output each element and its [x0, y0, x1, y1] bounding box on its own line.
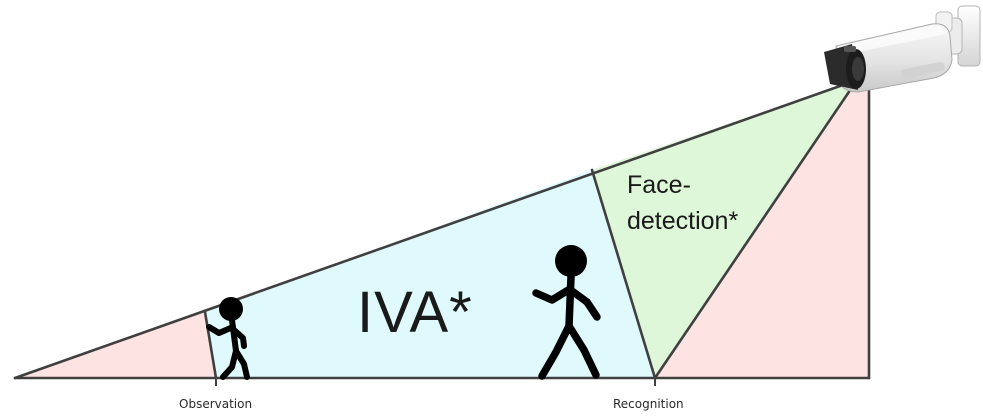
- face-detection-zone-label: Face- detection*: [627, 167, 738, 239]
- face-detection-label-line1: Face-: [627, 167, 738, 203]
- iva-zone: [205, 170, 655, 378]
- iva-zone-label: IVA*: [357, 284, 473, 342]
- recognition-label: Recognition: [613, 398, 684, 410]
- observation-label: Observation: [179, 398, 252, 410]
- face-detection-label-line2: detection*: [627, 203, 738, 239]
- bullet-camera-icon: [824, 6, 980, 92]
